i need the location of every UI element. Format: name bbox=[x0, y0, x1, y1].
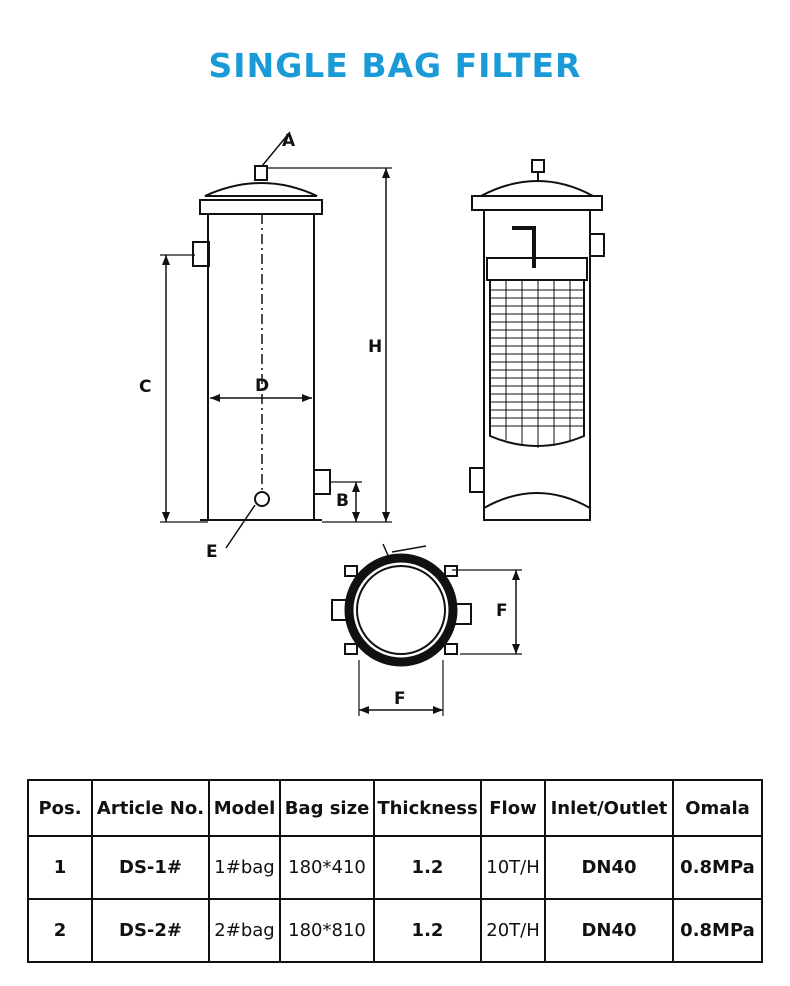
cell-omala: 0.8MPa bbox=[672, 835, 763, 900]
lid-dome bbox=[204, 182, 318, 197]
label-c: C bbox=[139, 377, 151, 397]
label-f-bottom: F bbox=[394, 689, 406, 709]
header-article-no: Article No. bbox=[91, 779, 210, 837]
header-inlet-outlet: Inlet/Outlet bbox=[544, 779, 674, 837]
filter-bag bbox=[489, 280, 585, 447]
cell-article-no: DS-1# bbox=[91, 835, 210, 900]
cell-pos: 2 bbox=[27, 898, 93, 963]
drain-e bbox=[254, 491, 270, 507]
cell-omala: 0.8MPa bbox=[672, 898, 763, 963]
housing-body bbox=[207, 213, 315, 521]
cell-model: 1#bag bbox=[208, 835, 281, 900]
cell-inlet-outlet: DN40 bbox=[544, 898, 674, 963]
bag-ring bbox=[486, 257, 588, 281]
cell-thickness: 1.2 bbox=[373, 835, 482, 900]
label-b: B bbox=[336, 491, 349, 511]
outlet-nozzle bbox=[313, 469, 331, 495]
cell-flow: 10T/H bbox=[480, 835, 546, 900]
cell-bag-size: 180*410 bbox=[279, 835, 375, 900]
table-header-row: Pos. Article No. Model Bag size Thicknes… bbox=[27, 779, 763, 837]
header-model: Model bbox=[208, 779, 281, 837]
label-h: H bbox=[368, 337, 382, 357]
cell-model: 2#bag bbox=[208, 898, 281, 963]
page-title: SINGLE BAG FILTER bbox=[208, 46, 582, 85]
cell-thickness: 1.2 bbox=[373, 898, 482, 963]
lid-clamp-band bbox=[199, 199, 323, 215]
front-elevation-view bbox=[160, 131, 392, 549]
cell-article-no: DS-2# bbox=[91, 898, 210, 963]
cell-inlet-outlet: DN40 bbox=[544, 835, 674, 900]
cell-bag-size: 180*810 bbox=[279, 898, 375, 963]
technical-drawing: A C D H B E F F bbox=[139, 131, 605, 716]
table-row: 2 DS-2# 2#bag 180*810 1.2 20T/H DN40 0.8… bbox=[27, 898, 763, 963]
header-bag-size: Bag size bbox=[279, 779, 375, 837]
header-omala: Omala bbox=[672, 779, 763, 837]
section-view bbox=[469, 159, 605, 521]
plan-view bbox=[331, 543, 522, 716]
section-housing bbox=[483, 209, 591, 521]
cell-pos: 1 bbox=[27, 835, 93, 900]
header-pos: Pos. bbox=[27, 779, 93, 837]
inlet-nozzle bbox=[192, 241, 210, 267]
label-d: D bbox=[255, 376, 269, 396]
table-row: 1 DS-1# 1#bag 180*410 1.2 10T/H DN40 0.8… bbox=[27, 835, 763, 900]
label-f-side: F bbox=[496, 601, 508, 621]
label-e: E bbox=[206, 542, 218, 562]
header-flow: Flow bbox=[480, 779, 546, 837]
header-thickness: Thickness bbox=[373, 779, 482, 837]
label-a: A bbox=[282, 131, 296, 151]
spec-table: Pos. Article No. Model Bag size Thicknes… bbox=[27, 779, 763, 963]
vent-a bbox=[254, 165, 268, 181]
cell-flow: 20T/H bbox=[480, 898, 546, 963]
plan-outer-ring bbox=[344, 553, 458, 667]
